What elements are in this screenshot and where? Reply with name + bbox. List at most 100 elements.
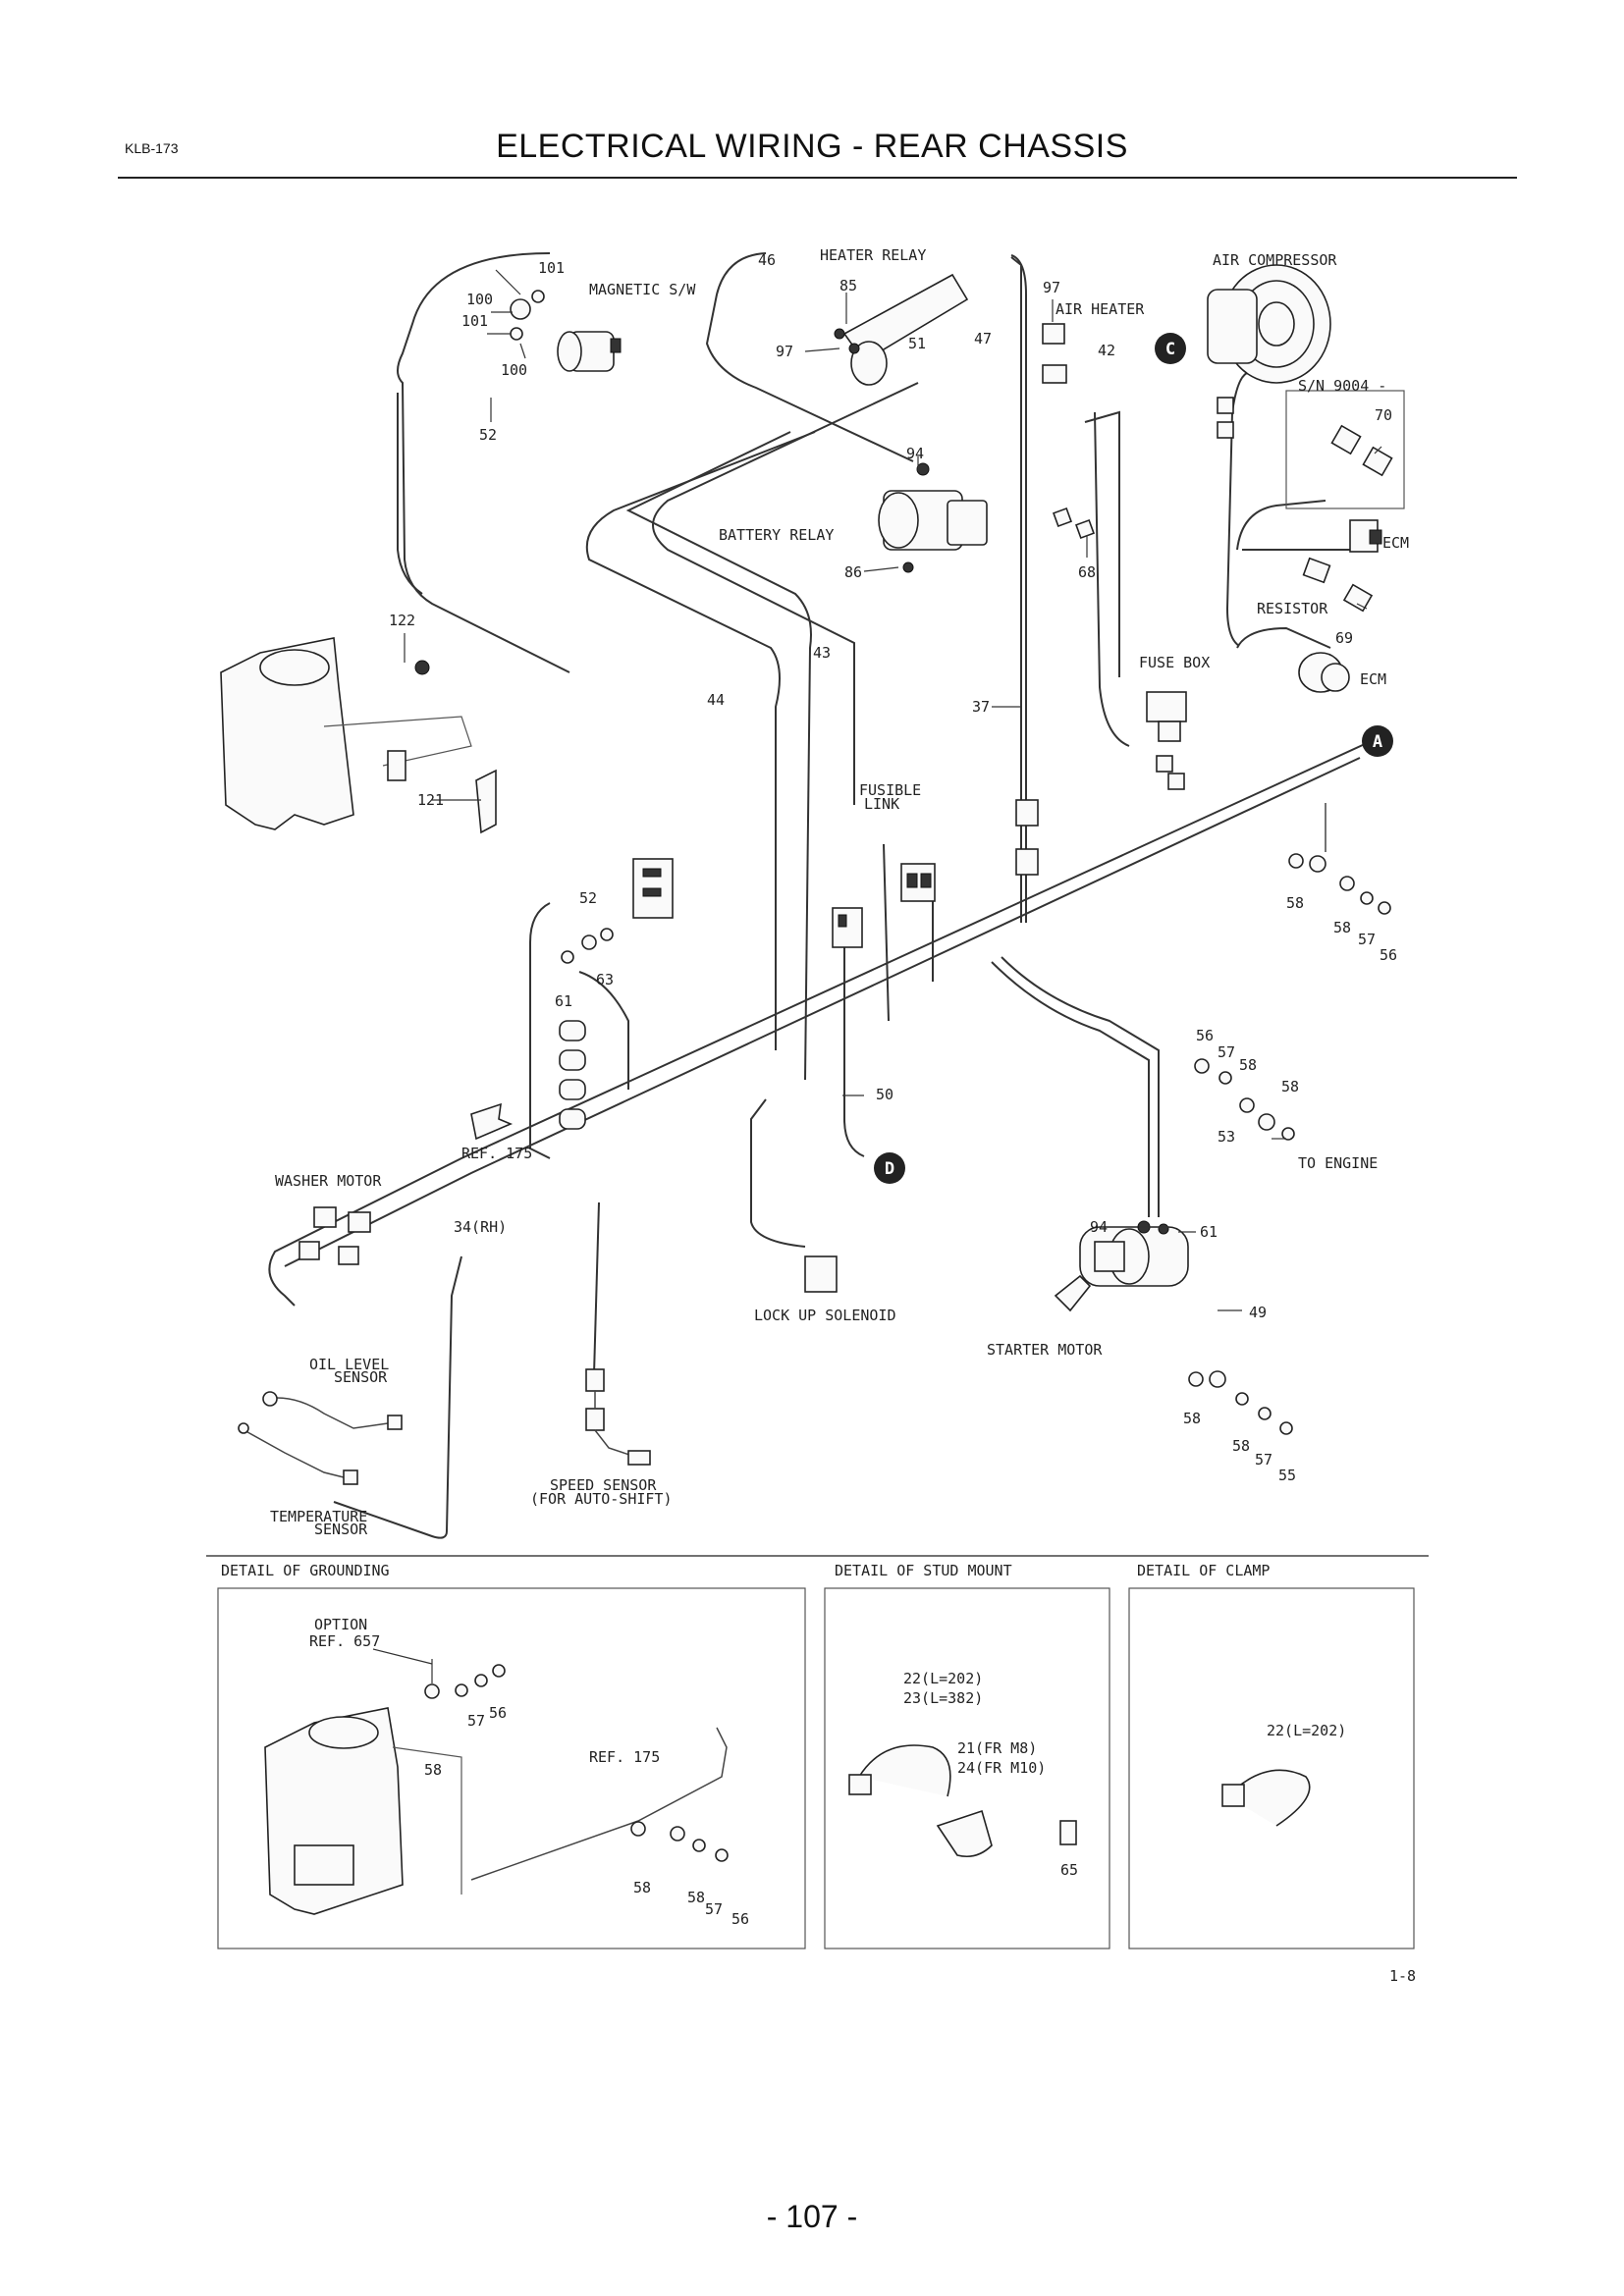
label-air-compressor: AIR COMPRESSOR <box>1213 251 1337 269</box>
figure-reference: 1-8 <box>1389 1967 1416 1985</box>
page-title: ELECTRICAL WIRING - REAR CHASSIS <box>496 128 1128 165</box>
callout-47: 47 <box>974 330 992 347</box>
label-fusible-link: FUSIBLE <box>859 781 921 799</box>
callout-61: 61 <box>1200 1223 1218 1241</box>
callout-61: 61 <box>555 992 572 1010</box>
label-lock-up-solenoid: LOCK UP SOLENOID <box>754 1307 896 1324</box>
callout-94: 94 <box>1090 1218 1108 1236</box>
leader-lines <box>404 269 1382 1311</box>
header-rule <box>118 177 1517 179</box>
callout-97: 97 <box>1043 279 1060 296</box>
callout-58: 58 <box>1232 1437 1250 1455</box>
fuse-box <box>1146 691 1187 790</box>
callout-56: 56 <box>731 1910 749 1928</box>
label-option: OPTION <box>314 1616 367 1633</box>
detail-grounding-box: DETAIL OF GROUNDING OPTION REF. 657 REF.… <box>217 1562 806 1949</box>
callout-68: 68 <box>1078 563 1096 581</box>
callout-122: 122 <box>389 612 415 629</box>
starter-motor <box>1054 1220 1189 1312</box>
label-sn-9004: S/N 9004 - <box>1298 377 1386 395</box>
fastener-cluster-left <box>561 928 614 964</box>
label-speed-sensor-2: (FOR AUTO-SHIFT) <box>530 1490 673 1508</box>
label-detail-stud-mount: DETAIL OF STUD MOUNT <box>835 1562 1012 1579</box>
fusible-link <box>900 863 936 902</box>
ecm-connector-lower <box>1298 652 1350 693</box>
callout-101: 101 <box>538 259 565 277</box>
label-ref-175: REF. 175 <box>461 1145 532 1162</box>
callout-37: 37 <box>972 698 990 716</box>
label-oil-level-sensor-2: SENSOR <box>334 1368 388 1386</box>
washer-motor <box>298 1206 371 1265</box>
callout-42: 42 <box>1098 342 1115 359</box>
main-connector <box>632 858 674 919</box>
label-battery-relay: BATTERY RELAY <box>719 526 834 544</box>
marker-d: D <box>874 1152 905 1184</box>
svg-text:D: D <box>885 1159 894 1179</box>
main-harness <box>268 252 1366 1539</box>
document-code: KLB-173 <box>125 140 179 156</box>
label-washer-motor: WASHER MOTOR <box>275 1172 382 1190</box>
fastener-cluster-starter <box>1188 1370 1293 1435</box>
callout-58: 58 <box>1239 1056 1257 1074</box>
harness-connectors-37 <box>1015 799 1039 876</box>
callout-51: 51 <box>908 335 926 352</box>
svg-text:C: C <box>1165 340 1175 359</box>
label-detail-grounding: DETAIL OF GROUNDING <box>221 1562 390 1579</box>
label-23-l382: 23(L=382) <box>903 1689 983 1707</box>
callout-43: 43 <box>813 644 831 662</box>
callout-57: 57 <box>705 1900 723 1918</box>
connector-70 <box>1285 390 1405 509</box>
callout-57: 57 <box>1358 931 1376 948</box>
callout-100: 100 <box>466 291 493 308</box>
connector-68 <box>1053 507 1095 539</box>
resistor <box>1302 557 1374 613</box>
callout-101: 101 <box>461 312 488 330</box>
callout-58: 58 <box>1333 919 1351 936</box>
label-speed-sensor: SPEED SENSOR <box>550 1476 657 1494</box>
page-number: - 107 - <box>766 2199 858 2234</box>
callout-55: 55 <box>1278 1467 1296 1484</box>
temperature-sensor <box>238 1422 358 1485</box>
callout-58: 58 <box>687 1889 705 1906</box>
label-22-l202-clamp: 22(L=202) <box>1267 1722 1346 1739</box>
component-labels: MAGNETIC S/W HEATER RELAY AIR HEATER AIR… <box>270 246 1409 1538</box>
callout-58: 58 <box>1286 894 1304 912</box>
label-heater-relay: HEATER RELAY <box>820 246 926 264</box>
callout-46: 46 <box>758 251 776 269</box>
label-starter-motor: STARTER MOTOR <box>987 1341 1103 1359</box>
connector-50 <box>832 907 863 948</box>
callout-58: 58 <box>1183 1410 1201 1427</box>
detail-clamp-box: DETAIL OF CLAMP 22(L=202) <box>1128 1562 1415 1949</box>
marker-c: C <box>1155 333 1186 364</box>
label-ecm-lower: ECM <box>1360 670 1386 688</box>
label-24-fr-m10: 24(FR M10) <box>957 1759 1046 1777</box>
callout-56: 56 <box>1196 1027 1214 1044</box>
callout-numbers: 101 100 101 100 52 46 85 97 51 47 97 42 … <box>389 251 1397 1484</box>
label-34-rh: 34(RH) <box>454 1218 507 1236</box>
label-ecm-upper: ECM <box>1382 534 1409 552</box>
battery-relay <box>878 462 988 573</box>
label-ref-175-detail: REF. 175 <box>589 1748 660 1766</box>
callout-65: 65 <box>1060 1861 1078 1879</box>
label-magnetic-sw: MAGNETIC S/W <box>589 281 696 298</box>
callout-97: 97 <box>776 343 793 360</box>
label-fuse-box: FUSE BOX <box>1139 654 1210 671</box>
label-fusible-link-2: LINK <box>864 795 899 813</box>
callout-58: 58 <box>1281 1078 1299 1095</box>
connector-stack <box>470 1020 586 1141</box>
label-air-heater: AIR HEATER <box>1056 300 1145 318</box>
label-temperature-sensor: TEMPERATURE <box>270 1508 367 1525</box>
oil-level-sensor <box>262 1391 403 1430</box>
ecm-connector-upper <box>1349 519 1382 553</box>
callout-85: 85 <box>839 277 857 294</box>
callout-58: 58 <box>424 1761 442 1779</box>
svg-text:A: A <box>1373 732 1382 752</box>
magnetic-switch <box>510 290 622 372</box>
label-temperature-sensor-2: SENSOR <box>314 1521 368 1538</box>
label-21-fr-m8: 21(FR M8) <box>957 1739 1037 1757</box>
callout-53: 53 <box>1218 1128 1235 1146</box>
label-detail-clamp: DETAIL OF CLAMP <box>1137 1562 1270 1579</box>
label-oil-level-sensor: OIL LEVEL <box>309 1356 389 1373</box>
detail-stud-mount-box: DETAIL OF STUD MOUNT 22(L=202) 23(L=382)… <box>824 1562 1110 1949</box>
